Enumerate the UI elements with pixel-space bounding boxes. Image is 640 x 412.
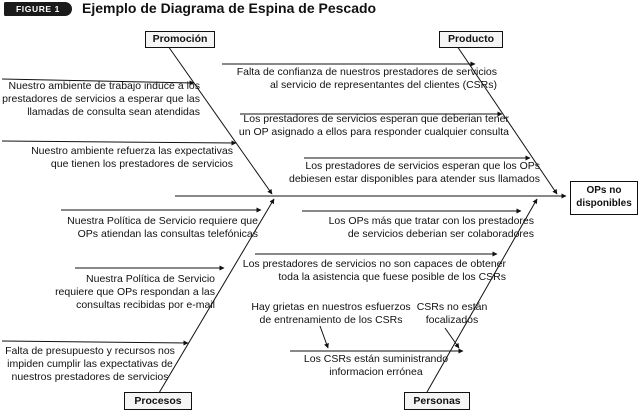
cause-producto-1: Falta de confianza de nuestros prestador…: [236, 66, 497, 91]
cause-producto-2: Los prestadores de servicios esperan que…: [238, 113, 509, 138]
arrow-personas-4: [444, 327, 460, 349]
cause-procesos-2: Nuestra Política de Servicio requiere qu…: [55, 273, 215, 311]
cause-personas-1: Los OPs más que tratar con los prestador…: [328, 215, 534, 240]
cause-personas-3: Hay grietas en nuestros esfuerzos de ent…: [251, 301, 411, 326]
arrow-procesos-3: [1, 340, 189, 346]
effect-box: OPs no disponibles: [570, 181, 638, 215]
cause-promocion-2: Nuestro ambiente refuerza las expectativ…: [31, 145, 233, 170]
arrow-promocion-2: [1, 140, 237, 146]
arrow-personas-3: [319, 325, 329, 349]
page-title: Ejemplo de Diagrama de Espina de Pescado: [82, 0, 377, 16]
cause-procesos-3: Falta de presupuesto y recursos nos impi…: [5, 345, 175, 383]
figure-badge: FIGURE 1: [4, 2, 72, 16]
arrow-promocion-1: [1, 78, 195, 86]
category-promocion-box: Promoción: [145, 31, 215, 48]
cause-producto-3: Los prestadores de servicios esperan que…: [289, 160, 540, 185]
bone-promocion: [167, 45, 273, 195]
bone-personas: [426, 198, 538, 393]
category-producto-box: Producto: [439, 31, 503, 48]
cause-personas-5: Los CSRs están suministrando informacion…: [303, 353, 449, 378]
cause-procesos-1: Nuestra Política de Servicio requiere qu…: [67, 215, 258, 240]
bone-procesos: [158, 198, 275, 394]
bone-producto: [456, 45, 558, 195]
cause-promocion-1: Nuestro ambiente de trabajo induce a los…: [2, 80, 200, 118]
cause-personas-2: Los prestadores de servicios no son capa…: [242, 258, 506, 283]
cause-personas-4: CSRs no están focalizados: [416, 301, 488, 326]
category-procesos-box: Procesos: [124, 392, 192, 410]
category-personas-box: Personas: [404, 392, 470, 410]
